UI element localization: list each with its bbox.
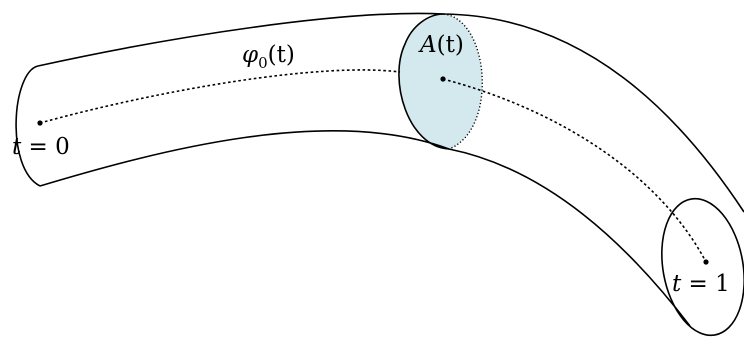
tube-lower-boundary [39,129,691,327]
central-curve-continued [442,78,707,263]
cross-section-label: A(t) [418,32,464,58]
start-label: t = 0 [12,134,70,160]
right-end-cap [661,197,744,337]
start-point [37,120,43,126]
central-curve [39,69,401,124]
cross-section-rim-front [398,13,450,150]
cross-section-fill [398,14,483,149]
left-end-cap [15,65,41,187]
end-label: t = 1 [672,271,730,297]
cross-section-rim-back [443,13,483,150]
tube-upper-boundary [37,12,744,213]
curve-label: φ0(t) [242,42,295,72]
section-center-point [440,76,446,82]
end-point [703,259,709,265]
